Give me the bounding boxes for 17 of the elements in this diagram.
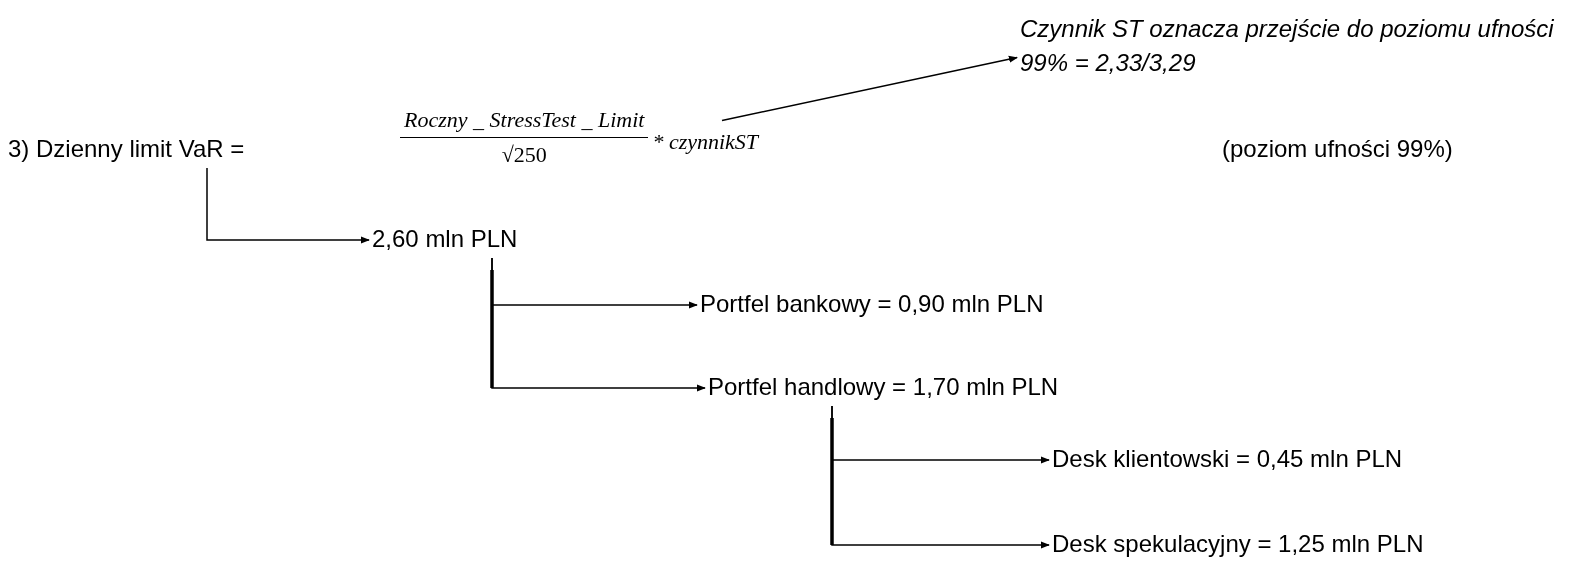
formula-numerator: Roczny _ StressTest _ Limit (400, 107, 649, 138)
text-label: Portfel handlowy = 1,70 mln PLN (708, 370, 1059, 404)
branch-trunk (830, 418, 834, 545)
note-label: (poziom ufności 99%) (1222, 134, 1453, 164)
branch-trunk (490, 270, 494, 388)
text-label: Portfel bankowy = 0,90 mln PLN (700, 287, 1044, 321)
arrow (721, 55, 1018, 122)
formula-factor: * czynnikST (652, 128, 759, 155)
arrow (206, 167, 370, 244)
text-label: Desk klientowski = 0,45 mln PLN (1052, 442, 1403, 476)
text-label: Desk spekulacyjny = 1,25 mln PLN (1052, 527, 1424, 561)
formula-denominator: √250 (501, 141, 547, 168)
arrow (491, 257, 706, 392)
text-label: 3) Dzienny limit VaR = (8, 132, 245, 166)
note-text: Czynnik ST oznacza przejście do poziomu ufności 99% = 2,33/3,29 (1020, 12, 1568, 80)
text-label: 2,60 mln PLN (372, 222, 518, 256)
arrow (831, 405, 1050, 549)
